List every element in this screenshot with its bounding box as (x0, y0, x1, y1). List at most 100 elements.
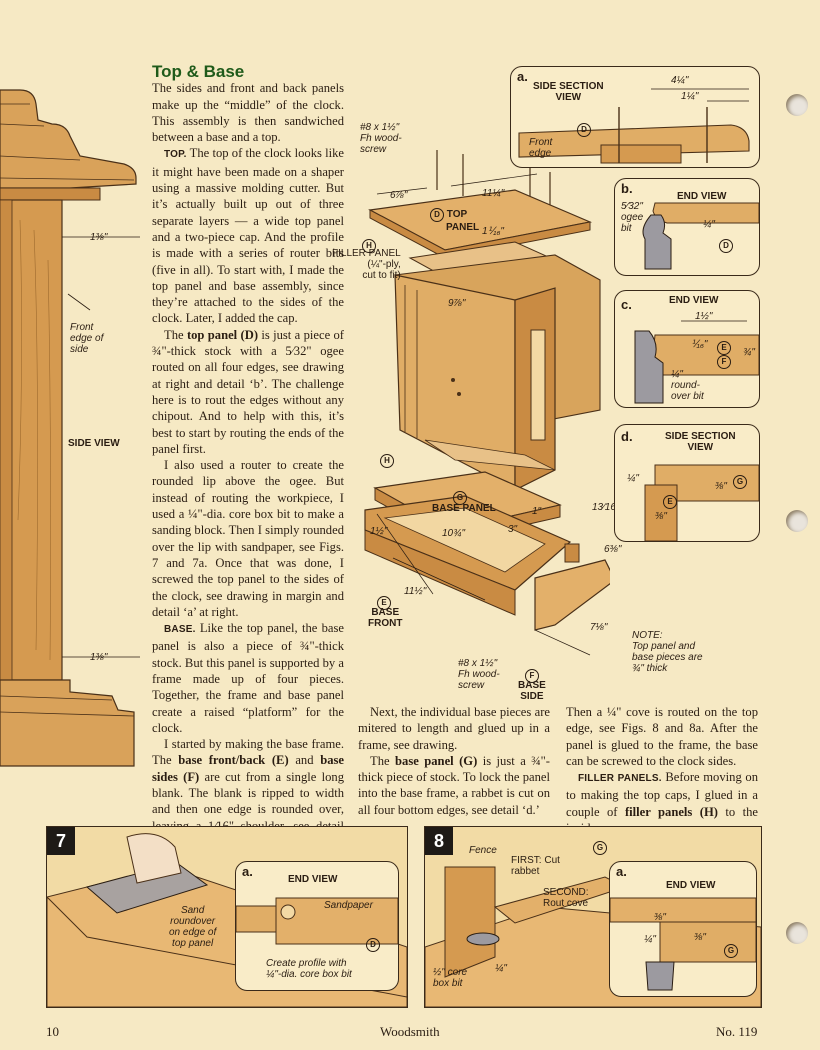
figure-8a-marker: G (724, 940, 738, 958)
detail-c-marker-e: E (717, 337, 731, 355)
dim-9-7-8: 9⅞" (448, 298, 466, 309)
exploded-drawing (355, 110, 616, 700)
filler-paragraph: FILLER PANELS. Before moving on to makin… (566, 770, 758, 835)
base-panel-marker: G (453, 487, 467, 505)
detail-c-dim1: 1½" (695, 311, 713, 322)
dim-11-1-4: 11¼" (482, 188, 505, 199)
detail-c-dim2: ⅟₁₆" (691, 339, 708, 350)
detail-b-title: END VIEW (677, 191, 727, 202)
screw-label-top: #8 x 1½"Fh wood-screw (360, 122, 402, 155)
side-view-dim-bottom: 1⅜" (90, 652, 108, 663)
figure-8-fence: Fence (469, 845, 497, 856)
detail-a-marker: D (577, 119, 591, 137)
detail-d-dim1: ¼" (627, 473, 639, 484)
dim-10-3-4: 10¾" (442, 528, 466, 539)
side-view-illustration (0, 60, 150, 790)
binder-hole (786, 922, 808, 944)
detail-d-letter: d. (621, 429, 633, 444)
figure-8-number: 8 (425, 827, 453, 855)
page-number: 10 (46, 1024, 59, 1039)
top-paragraph: TOP. The top of the clock looks like it … (152, 146, 344, 326)
filler-panel-label: FILLER PANEL(¼"-ply,cut to fit) (332, 248, 401, 281)
figure-7a-marker: D (366, 934, 380, 952)
figure-7-number: 7 (47, 827, 75, 855)
detail-b-letter: b. (621, 181, 633, 196)
dim-11-1-2: 11½" (404, 586, 427, 597)
binder-hole (786, 510, 808, 532)
magazine-name: Woodsmith (380, 1024, 440, 1039)
detail-a-dim2: 1¼" (681, 91, 699, 102)
top-panel-paragraph: The top panel (D) is just a piece of ¾"-… (152, 327, 345, 456)
figure-8a-title: END VIEW (666, 880, 716, 891)
base-side-marker: F (525, 665, 539, 683)
side-view-dim-top: 1⅜" (90, 232, 108, 243)
figure-8a-dim3: ⅜" (694, 932, 706, 943)
filler-marker-top: H (362, 235, 376, 253)
dim-1-1-2: 1½" (370, 526, 388, 537)
figure-7a-sandpaper: Sandpaper (324, 900, 373, 911)
mitered-paragraph: Next, the individual base pieces are mit… (358, 705, 550, 752)
base-panel-label: BASE PANEL (432, 503, 496, 514)
intro-paragraph: The sides and front and back panels make… (152, 81, 344, 145)
filler-marker-bottom: H (380, 450, 394, 468)
article-column-2: Next, the individual base pieces are mit… (358, 704, 550, 818)
figure-8-quarter: ¼" (495, 963, 507, 974)
figure-8a-dim2: ¼" (644, 934, 656, 945)
dim-13-16: 13⁄16" (592, 502, 620, 513)
lip-paragraph: I also used a router to create the round… (152, 458, 344, 619)
detail-c-title: END VIEW (669, 295, 719, 306)
cove-paragraph: Then a ¼" cove is routed on the top edge… (566, 705, 758, 768)
detail-c-dim3: ¾" (743, 347, 755, 358)
detail-c-letter: c. (621, 297, 632, 312)
figure-7a-end-view: a. END VIEW Sandpaper D Create profile w… (235, 861, 399, 991)
binder-hole (786, 94, 808, 116)
issue-number: No. 119 (716, 1024, 758, 1039)
figure-7a-title: END VIEW (288, 874, 338, 885)
detail-d-marker-g: G (733, 471, 747, 489)
article-column-1: Top & Base The sides and front and back … (152, 62, 345, 850)
article-heading: Top & Base (152, 62, 245, 81)
dim-7-1-8: 7⅛" (590, 622, 608, 633)
dim-1-1-16: 1⅟₁₆" (482, 226, 504, 237)
detail-b-marker: D (719, 235, 733, 253)
detail-c-marker-f: F (717, 351, 731, 369)
detail-d-dim2: ⅜" (715, 481, 727, 492)
article-column-3: Then a ¼" cove is routed on the top edge… (566, 704, 758, 836)
screw-label-bottom: #8 x 1½"Fh wood-screw (458, 658, 500, 691)
dim-6-7-8: 6⅞" (390, 190, 408, 201)
dim-1: 1" (532, 506, 542, 517)
detail-c-roundover: ¼"round-over bit (671, 369, 704, 402)
figure-8a-letter: a. (616, 864, 627, 879)
detail-b-dim: ¼" (703, 219, 715, 230)
detail-c-end-view: c. END VIEW 1½" ⅟₁₆" ¾" E F ¼"round-over… (614, 290, 760, 408)
detail-a-letter: a. (517, 69, 528, 84)
dim-3: 3" (508, 524, 518, 535)
detail-d-marker-e: E (663, 491, 677, 509)
figure-8a-dim1: ⅜" (654, 912, 666, 923)
side-view-label: SIDE VIEW (68, 438, 120, 449)
figure-7a-letter: a. (242, 864, 253, 879)
dim-6-3-8: 6⅜" (604, 544, 622, 555)
figure-8a-end-view: a. END VIEW ⅜" ¼" ⅜" G (609, 861, 757, 997)
figure-8-second: SECOND:Rout cove (543, 887, 589, 909)
base-panel-paragraph: The base panel (G) is just a ¾"-thick pi… (358, 753, 551, 817)
figure-8-marker-g: G (593, 837, 607, 855)
base-front-marker: E (377, 592, 391, 610)
